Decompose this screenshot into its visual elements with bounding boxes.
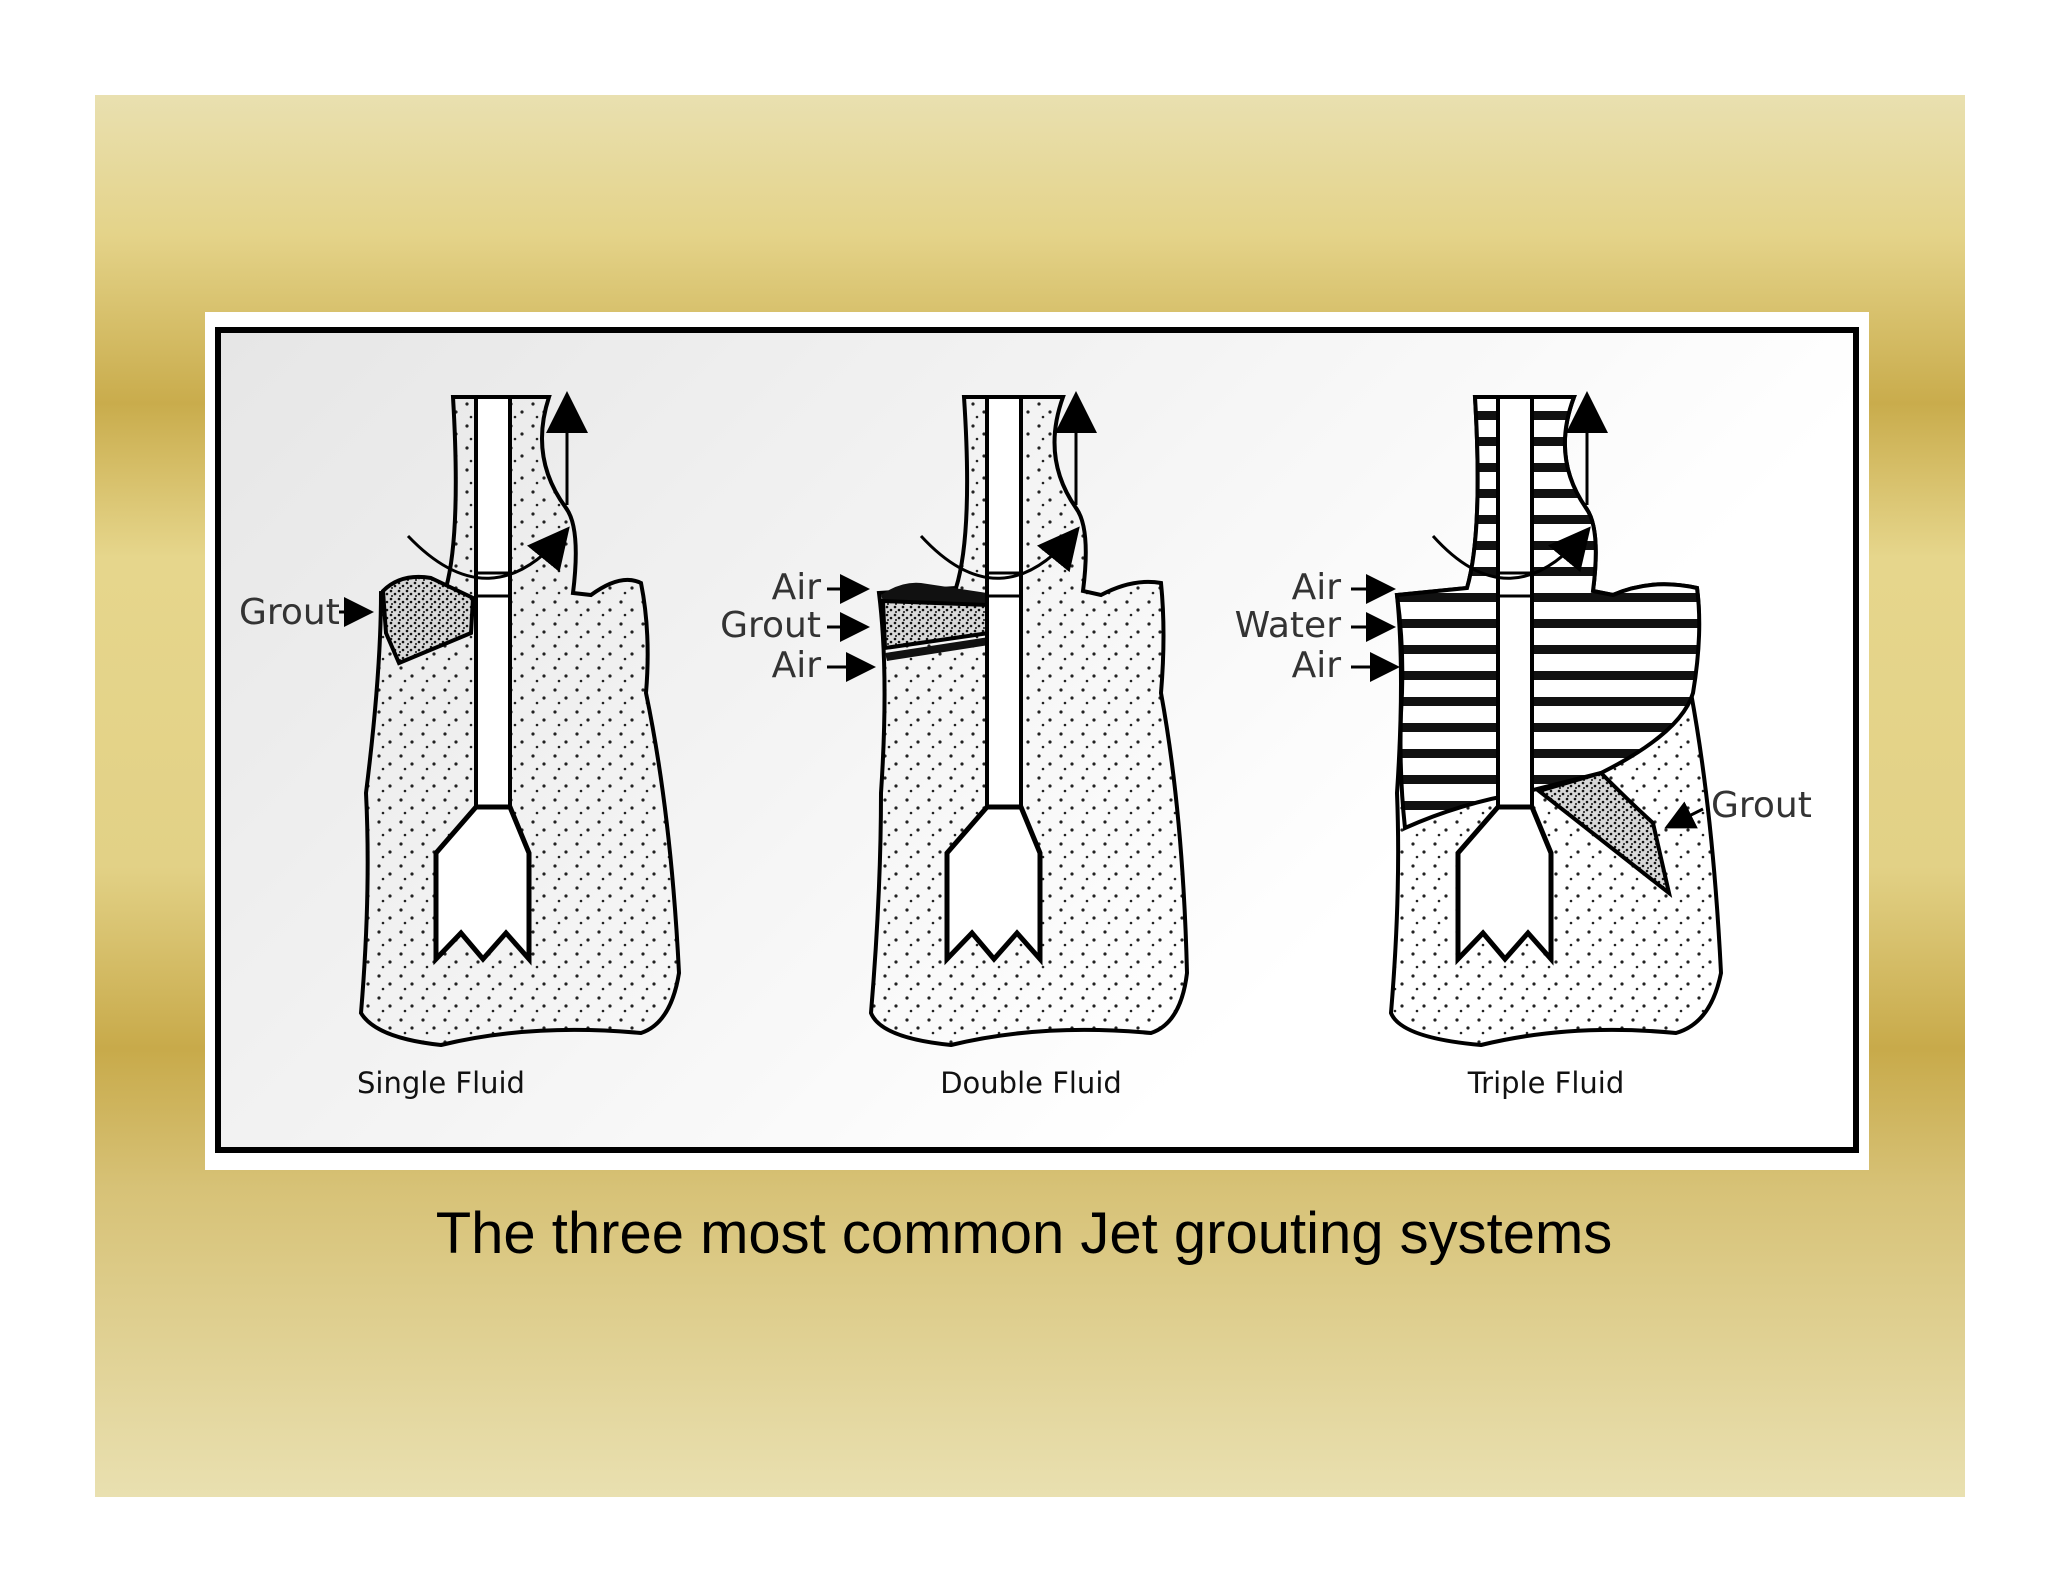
diagram-svg: Grout Single Fluid Air Grout: [239, 391, 1812, 1100]
diagram-frame: Grout Single Fluid Air Grout: [205, 312, 1869, 1170]
jet-grouting-diagram: Grout Single Fluid Air Grout: [215, 327, 1859, 1153]
caption-single-fluid: Single Fluid: [357, 1066, 525, 1100]
drill-rod-triple: [1496, 395, 1534, 809]
label-air-lower-triple: Air: [1292, 645, 1342, 686]
caption-double-fluid: Double Fluid: [940, 1066, 1122, 1100]
panel-double-fluid: Air Grout Air Double Fluid: [720, 391, 1190, 1100]
label-air-upper-double: Air: [772, 567, 822, 608]
panel-single-fluid: Grout Single Fluid: [239, 391, 682, 1100]
striped-zone-triple: [1394, 395, 1702, 831]
grout-zone-single: [380, 574, 476, 666]
drill-rod-single: [474, 395, 512, 809]
slide-caption: The three most common Jet grouting syste…: [435, 1201, 1613, 1266]
label-grout-triple: Grout: [1711, 785, 1812, 826]
air-jacket-lower-double: [885, 637, 989, 661]
drill-bit-triple: [1455, 804, 1554, 966]
drill-bit-double: [944, 804, 1043, 966]
label-grout-double: Grout: [720, 605, 821, 646]
air-jacket-upper-double: [881, 582, 989, 605]
label-air-lower-double: Air: [772, 645, 822, 686]
grout-zone-triple: [1534, 770, 1673, 899]
drill-bit-single: [433, 804, 532, 966]
label-air-upper-triple: Air: [1292, 567, 1342, 608]
label-grout-single: Grout: [239, 592, 340, 633]
caption-triple-fluid: Triple Fluid: [1467, 1066, 1625, 1100]
panel-triple-fluid: Air Water Air Grout Triple Fluid: [1235, 391, 1812, 1100]
drill-rod-double: [985, 395, 1023, 809]
label-water-triple: Water: [1235, 605, 1342, 646]
